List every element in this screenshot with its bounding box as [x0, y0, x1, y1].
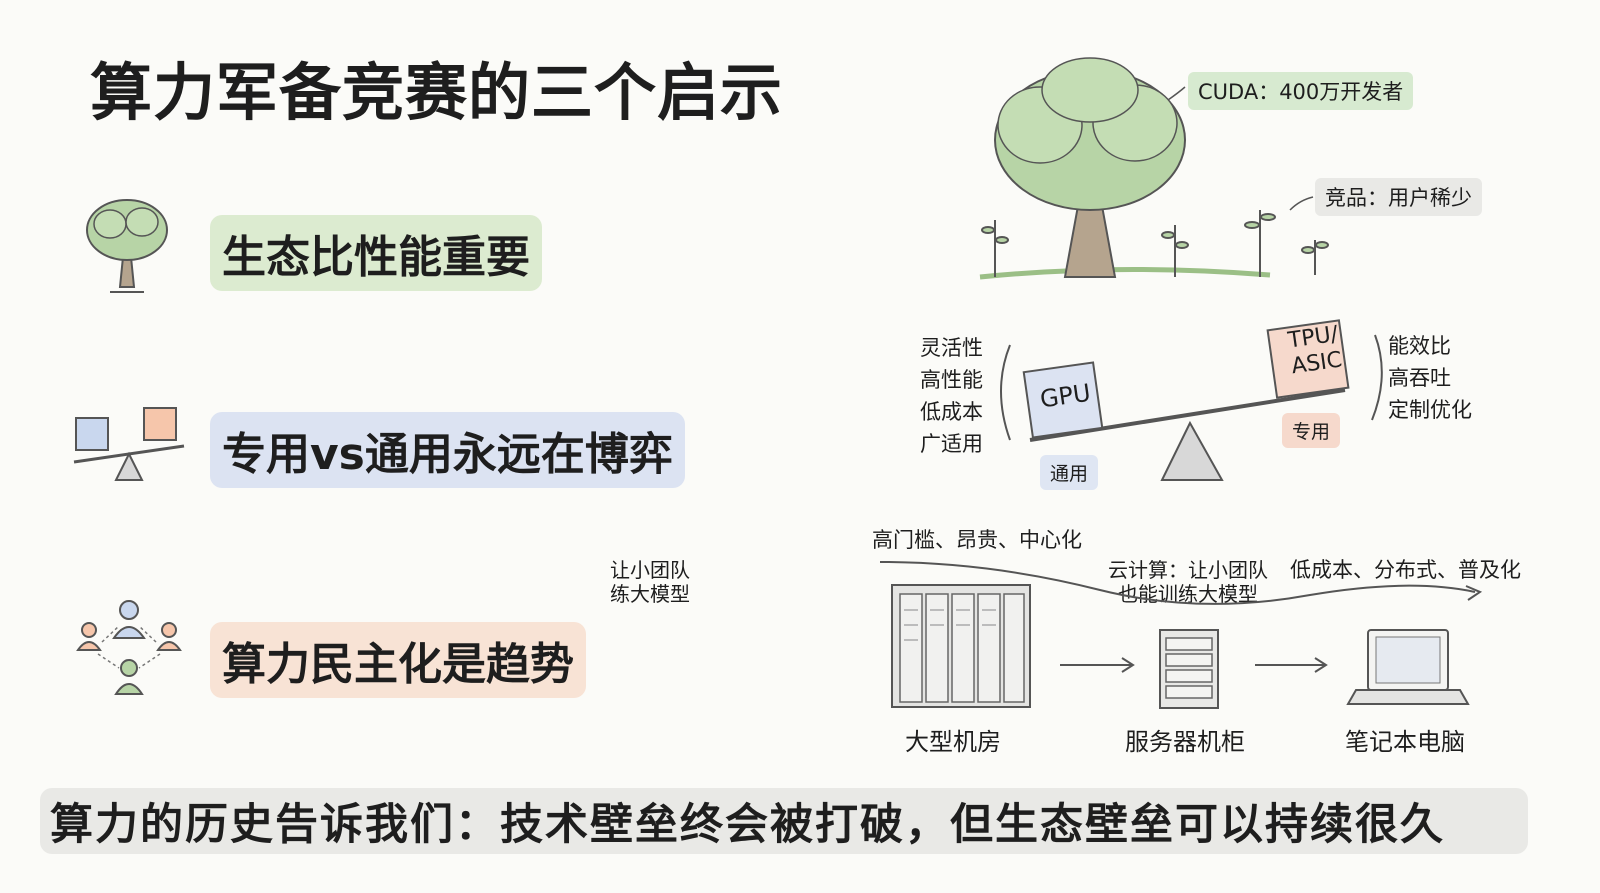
trait-item: 低成本	[920, 400, 983, 424]
trait-item: 广适用	[920, 432, 983, 456]
footer-banner	[40, 788, 1528, 854]
tree-icon	[86, 199, 168, 293]
trait-item: 能效比	[1388, 334, 1451, 358]
stage-server-rack: 服务器机柜	[1125, 728, 1245, 756]
stray-note: 让小团队 练大模型	[610, 558, 690, 606]
stray-note-line1: 让小团队	[610, 558, 690, 582]
seesaw-illustration	[1000, 319, 1383, 481]
point-ecosystem: 生态比性能重要	[210, 215, 542, 291]
competitor-users-tag: 竞品：用户稀少	[1315, 178, 1482, 216]
tpu-asic-label: TPU/ ASIC	[1286, 321, 1344, 380]
balance-scale-icon	[73, 407, 185, 481]
stray-note-line2: 练大模型	[610, 582, 690, 606]
general-purpose-tag: 通用	[1040, 455, 1099, 490]
cloud-computing-label: 云计算：让小团队 也能训练大模型	[1108, 558, 1268, 606]
cloud-label-line1: 云计算：让小团队	[1108, 558, 1268, 582]
footer-text: 算力的历史告诉我们：技术壁垒终会被打破，但生态壁垒可以持续很久	[50, 800, 1445, 850]
trait-item: 高吞吐	[1388, 366, 1451, 390]
trait-item: 灵活性	[920, 336, 983, 360]
specialized-traits-list: 能效比 高吞吐 定制优化	[1388, 330, 1472, 426]
people-network-icon	[76, 600, 182, 695]
point-democratization: 算力民主化是趋势	[210, 622, 586, 698]
stage-laptop: 笔记本电脑	[1345, 728, 1465, 756]
cuda-developers-tag: CUDA：400万开发者	[1188, 72, 1414, 110]
stage-datacenter: 大型机房	[905, 728, 1001, 756]
point-specialized-vs-general: 专用vs通用永远在博弈	[210, 412, 685, 488]
ecosystem-illustration	[979, 57, 1329, 280]
centralized-traits-label: 高门槛、昂贵、中心化	[872, 528, 1082, 552]
specialized-tag: 专用	[1282, 413, 1341, 448]
general-traits-list: 灵活性 高性能 低成本 广适用	[920, 332, 983, 460]
trait-item: 高性能	[920, 368, 983, 392]
evolution-illustration	[879, 561, 1483, 709]
page-title: 算力军备竞赛的三个启示	[90, 56, 784, 129]
trait-item: 定制优化	[1388, 398, 1472, 422]
distributed-traits-label: 低成本、分布式、普及化	[1290, 558, 1521, 582]
cloud-label-line2: 也能训练大模型	[1118, 582, 1258, 606]
